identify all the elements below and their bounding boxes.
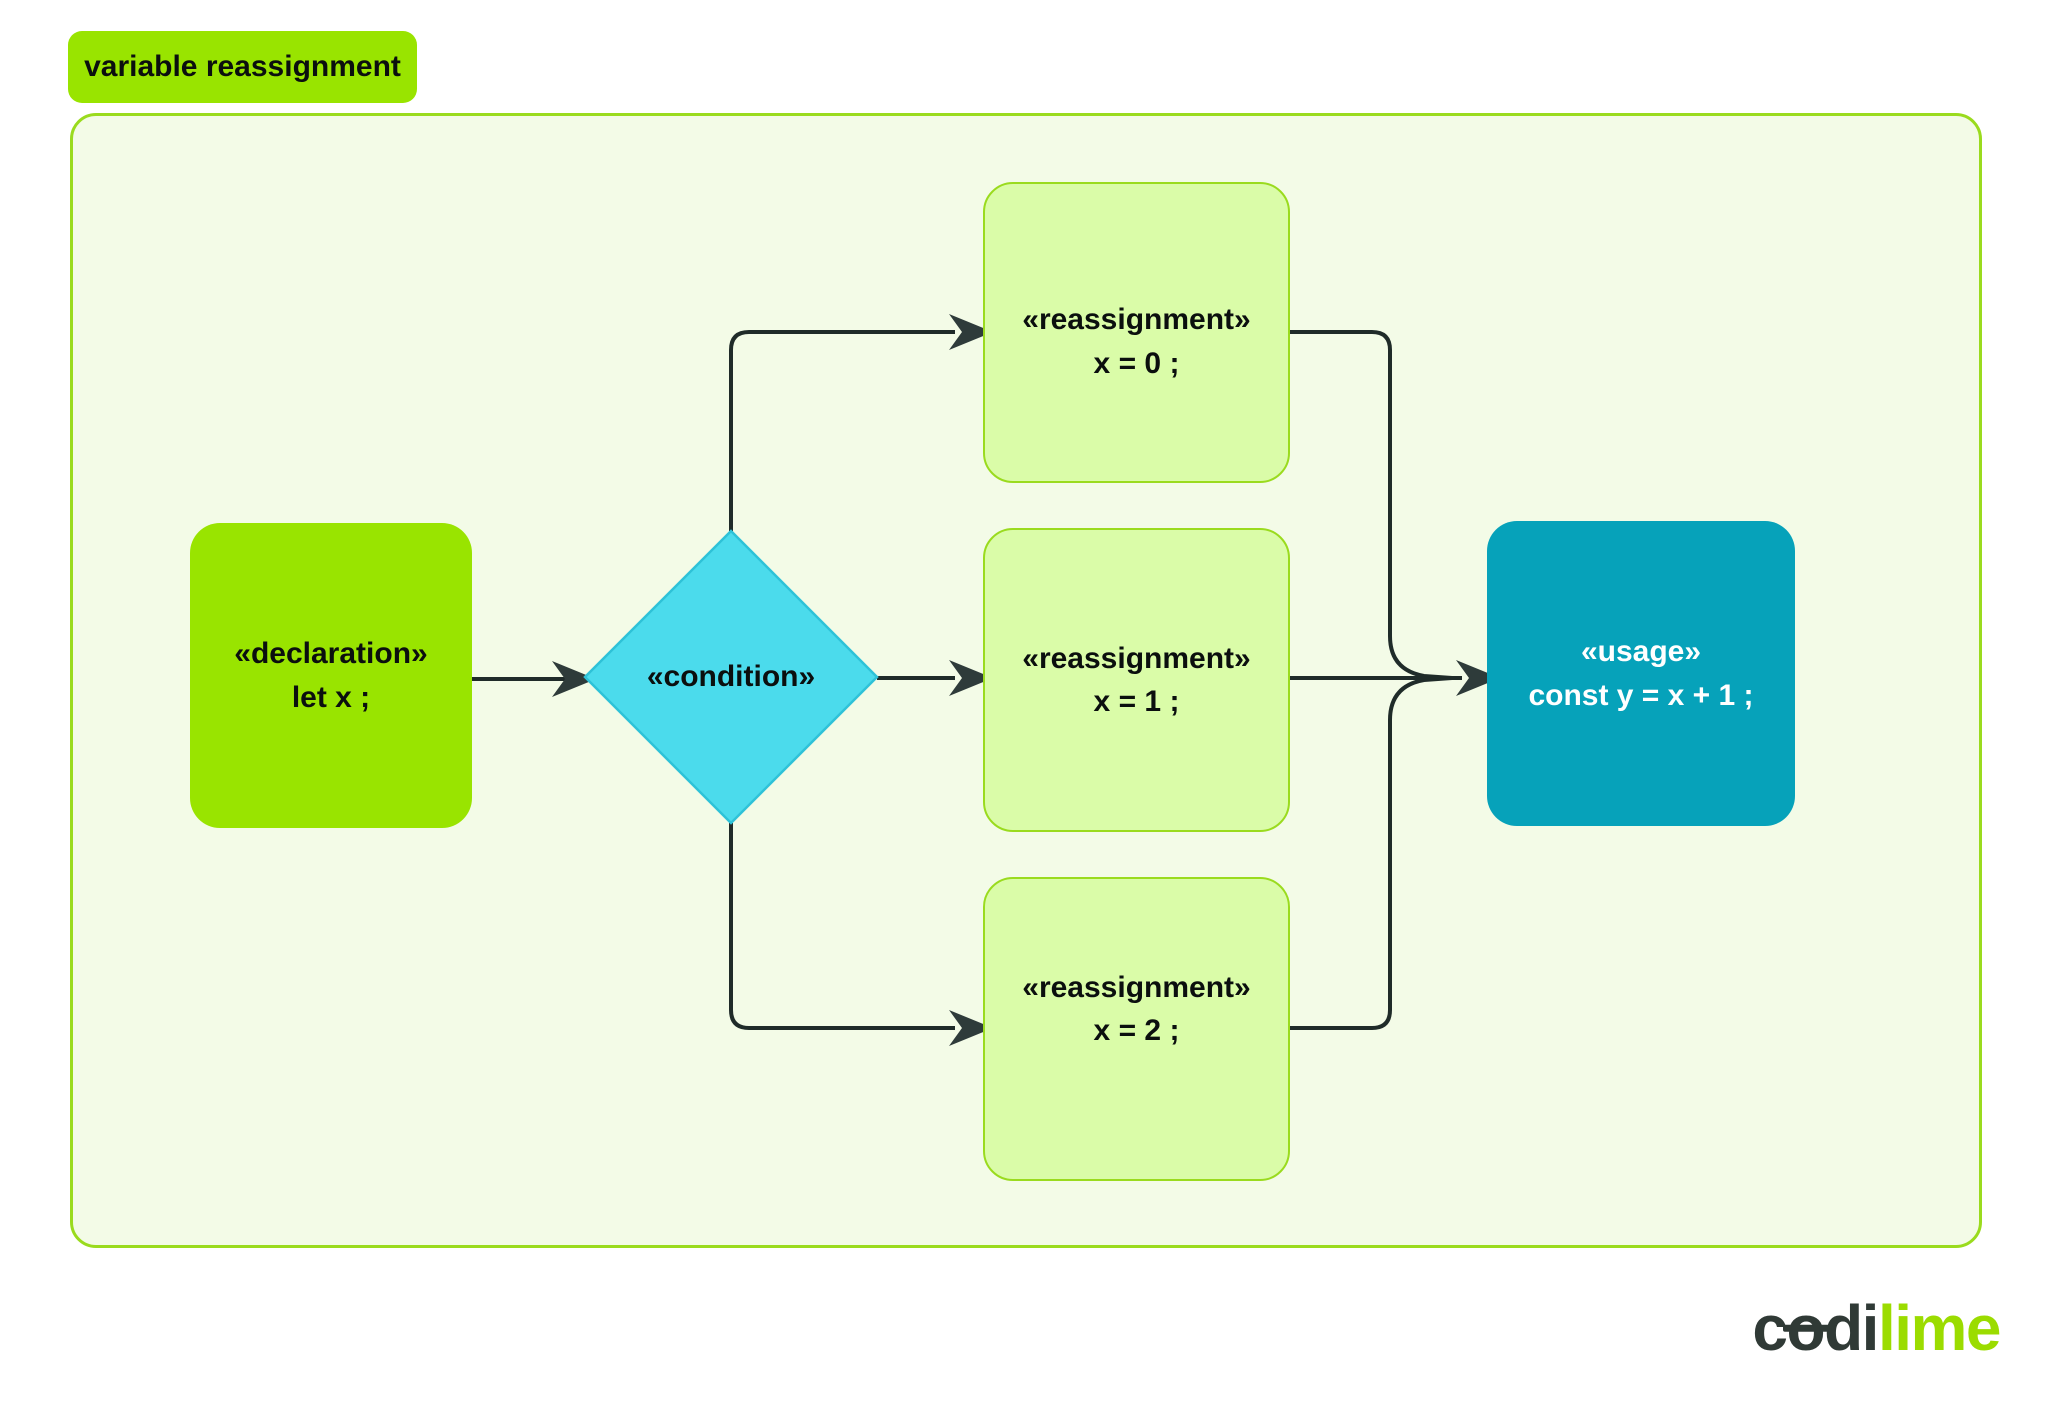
- declaration-code: let x ;: [291, 680, 371, 714]
- logo-barred-o: o: [1786, 1292, 1825, 1364]
- node-reassignment-1: «reassignment» x = 1 ;: [983, 528, 1290, 832]
- edge-condition-reassignment2: [729, 823, 955, 1030]
- diagram-title-badge: variable reassignment: [68, 31, 417, 103]
- usage-code: const y = x + 1 ;: [1528, 678, 1754, 712]
- reassignment2-code: x = 2 ;: [1093, 1014, 1180, 1047]
- edge-condition-reassignment0: [729, 330, 955, 531]
- node-declaration: «declaration» let x ;: [190, 523, 472, 828]
- node-usage: «usage» const y = x + 1 ;: [1487, 521, 1795, 826]
- node-reassignment-2: «reassignment» x = 2 ;: [983, 877, 1290, 1181]
- reassignment0-stereotype: «reassignment»: [1022, 303, 1251, 336]
- usage-stereotype: «usage»: [1580, 635, 1702, 668]
- edge-reassignment0-usage: [1290, 330, 1453, 680]
- condition-label: «condition»: [646, 660, 816, 693]
- reassignment1-code: x = 1 ;: [1093, 685, 1180, 718]
- node-reassignment-0: «reassignment» x = 0 ;: [983, 182, 1290, 483]
- reassignment2-stereotype: «reassignment»: [1022, 970, 1251, 1004]
- logo-part-lime: lime: [1877, 1292, 2002, 1364]
- reassignment1-stereotype: «reassignment»: [1022, 641, 1251, 675]
- codilime-logo: codilime: [1752, 1291, 2002, 1365]
- declaration-stereotype: «declaration»: [234, 637, 428, 670]
- edge-reassignment2-usage: [1290, 676, 1453, 1030]
- logo-part-c: c: [1752, 1292, 1788, 1364]
- node-condition: «condition»: [585, 531, 877, 823]
- condition-diamond-shape: [583, 529, 879, 825]
- reassignment0-code: x = 0 ;: [1093, 346, 1180, 380]
- diagram-title-label: variable reassignment: [84, 50, 401, 83]
